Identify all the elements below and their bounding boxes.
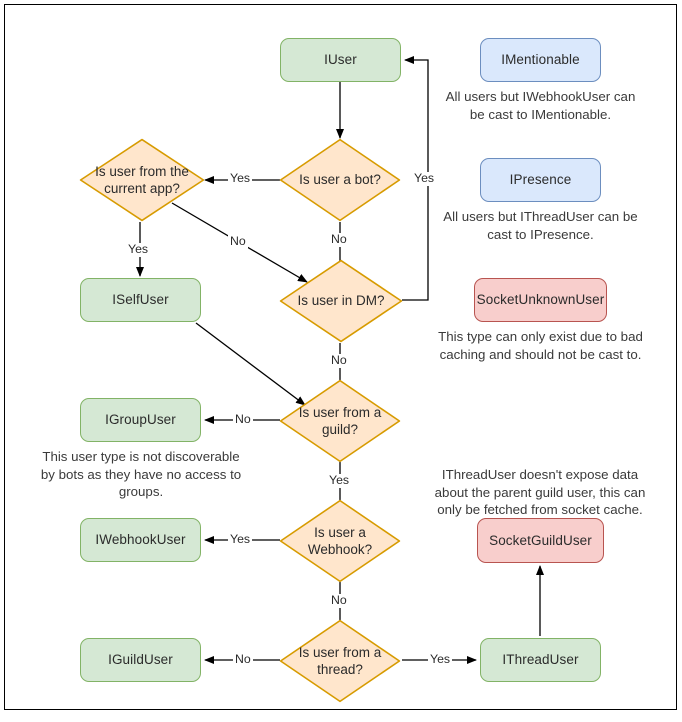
- node-socket-unknown-user[interactable]: SocketUnknownUser: [474, 278, 607, 322]
- decision-is-in-dm[interactable]: Is user in DM?: [279, 259, 403, 343]
- decision-is-bot[interactable]: Is user a bot?: [279, 138, 401, 222]
- decision-is-in-dm-label: Is user in DM?: [297, 293, 385, 309]
- note-imentionable: All users but IWebhookUser can be cast t…: [445, 89, 636, 122]
- edge-label-thread-no: No: [233, 652, 253, 667]
- edge-label-app-no: No: [228, 234, 248, 249]
- decision-is-current-app[interactable]: Is user from the current app?: [79, 138, 205, 222]
- edge-label-guild-yes: Yes: [327, 473, 352, 488]
- decision-is-from-guild[interactable]: Is user from a guild?: [279, 379, 401, 463]
- node-ithreaduser-label: IThreadUser: [502, 652, 579, 668]
- node-ipresence-label: IPresence: [509, 172, 572, 188]
- node-imentionable[interactable]: IMentionable: [480, 38, 601, 82]
- decision-is-current-app-label: Is user from the current app?: [95, 163, 189, 196]
- node-socket-guild-user-label: SocketGuildUser: [489, 532, 592, 548]
- node-iwebhookuser[interactable]: IWebhookUser: [80, 518, 201, 562]
- node-ipresence[interactable]: IPresence: [480, 158, 601, 202]
- decision-is-bot-label: Is user a bot?: [299, 172, 381, 188]
- edge-label-webhook-yes: Yes: [228, 532, 253, 547]
- decision-is-from-guild-label: Is user from a guild?: [298, 404, 382, 437]
- node-iuser-label: IUser: [324, 52, 357, 68]
- decision-is-from-thread[interactable]: Is user from a thread?: [279, 619, 401, 703]
- node-imentionable-label: IMentionable: [501, 52, 580, 68]
- node-iselfuser-label: ISelfUser: [112, 292, 169, 308]
- edge-label-thread-yes: Yes: [428, 652, 453, 667]
- note-socket-guild-user: IThreadUser doesn't expose data about th…: [434, 467, 646, 518]
- edge-label-guild-no: No: [233, 412, 253, 427]
- edge-label-webhook-no: No: [329, 593, 349, 608]
- edge-label-dm-yes: Yes: [412, 171, 437, 186]
- node-ithreaduser[interactable]: IThreadUser: [480, 638, 601, 682]
- edge-label-app-yes: Yes: [126, 242, 151, 257]
- node-iguilduser[interactable]: IGuildUser: [80, 638, 201, 682]
- node-socket-unknown-user-label: SocketUnknownUser: [476, 292, 605, 308]
- decision-is-webhook[interactable]: Is user a Webhook?: [279, 499, 401, 583]
- node-iwebhookuser-label: IWebhookUser: [95, 532, 186, 548]
- node-socket-guild-user[interactable]: SocketGuildUser: [477, 518, 604, 563]
- decision-is-from-thread-label: Is user from a thread?: [298, 644, 382, 677]
- note-igroupuser: This user type is not discoverable by bo…: [40, 449, 242, 500]
- node-igroupuser[interactable]: IGroupUser: [80, 398, 201, 442]
- decision-is-webhook-label: Is user a Webhook?: [307, 524, 373, 557]
- node-igroupuser-label: IGroupUser: [105, 412, 176, 428]
- diagram-frame: [4, 4, 677, 710]
- node-iguilduser-label: IGuildUser: [108, 652, 173, 668]
- edge-label-bot-yes: Yes: [228, 171, 253, 186]
- edge-label-bot-no: No: [329, 232, 349, 247]
- note-socket-unknown-user: This type can only exist due to bad cach…: [438, 329, 643, 362]
- note-ipresence: All users but IThreadUser can be cast to…: [443, 209, 638, 242]
- edge-label-dm-no: No: [329, 353, 349, 368]
- node-iselfuser[interactable]: ISelfUser: [80, 278, 201, 322]
- node-iuser[interactable]: IUser: [280, 38, 401, 82]
